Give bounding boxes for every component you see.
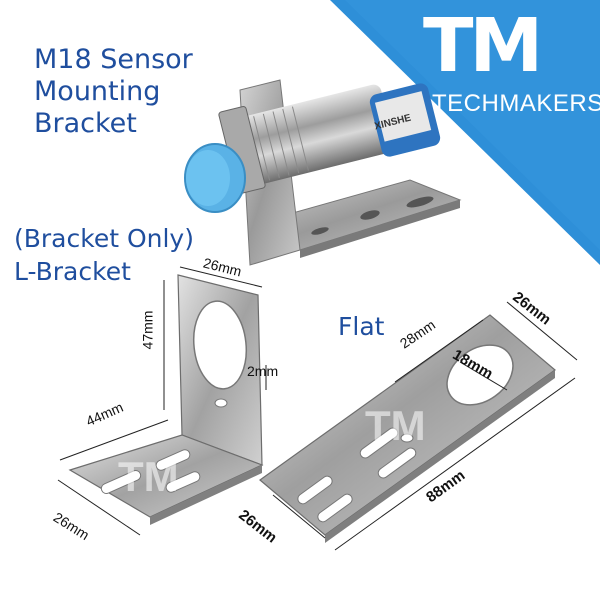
title-line-3: Bracket (34, 107, 137, 139)
brand-name: TECHMAKERS (432, 90, 600, 117)
m18-sensor-image: XINSHE (184, 79, 462, 266)
l-bracket-watermark: TM (118, 453, 179, 500)
l-bracket-height-dim: 47mm (139, 310, 156, 350)
subtitle-line-1: (Bracket Only) (14, 224, 194, 253)
techmakers-logo: TM (418, 6, 588, 96)
product-title: M18 Sensor Mounting Bracket (34, 44, 193, 140)
flat-bracket-watermark: TM (365, 402, 426, 449)
tm-logo-mark: TM (423, 3, 543, 89)
title-line-2: Mounting (34, 75, 161, 107)
product-subtitle: (Bracket Only) L-Bracket (14, 222, 194, 288)
title-line-1: M18 Sensor (34, 44, 193, 75)
flat-bracket-image: TM (259, 301, 578, 551)
flat-label: Flat (338, 312, 385, 341)
l-bracket-image: TM (57, 266, 267, 536)
l-bracket-thickness-dim: 2mm (247, 363, 279, 379)
subtitle-line-2: L-Bracket (14, 257, 131, 286)
